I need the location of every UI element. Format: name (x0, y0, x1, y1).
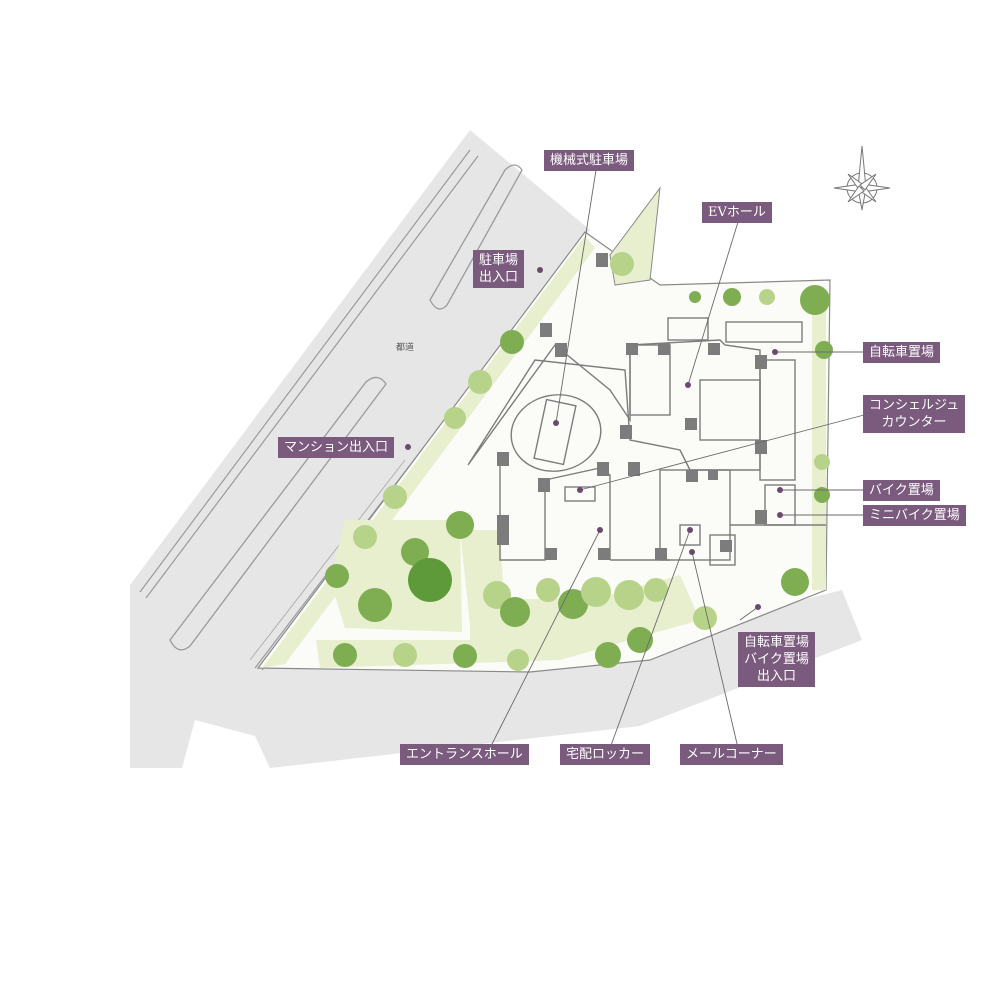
leader-lines (489, 169, 865, 749)
label-bike-parking: バイク置場 (863, 480, 940, 501)
trees (325, 252, 833, 671)
label-concierge-counter: コンシェルジュ カウンター (863, 395, 966, 433)
markers (405, 267, 783, 610)
label-parking-entrance: 駐車場 出入口 (473, 250, 525, 288)
label-delivery-locker: 宅配ロッカー (560, 744, 651, 765)
building-columns (497, 253, 767, 560)
label-mechanical-parking: 機械式駐車場 (544, 150, 635, 171)
compass-rose-icon (833, 145, 891, 211)
label-mansion-entrance: マンション出入口 (278, 437, 395, 458)
label-minibike-parking: ミニバイク置場 (863, 505, 966, 526)
road-name-label: 都道 (396, 343, 415, 353)
label-bicycle-bike-entrance: 自転車置場 バイク置場 出入口 (738, 632, 816, 687)
label-ev-hall: EVホール (702, 202, 772, 223)
label-bicycle-parking: 自転車置場 (863, 342, 941, 363)
label-mail-corner: メールコーナー (680, 744, 783, 765)
label-entrance-hall: エントランスホール (400, 744, 529, 765)
